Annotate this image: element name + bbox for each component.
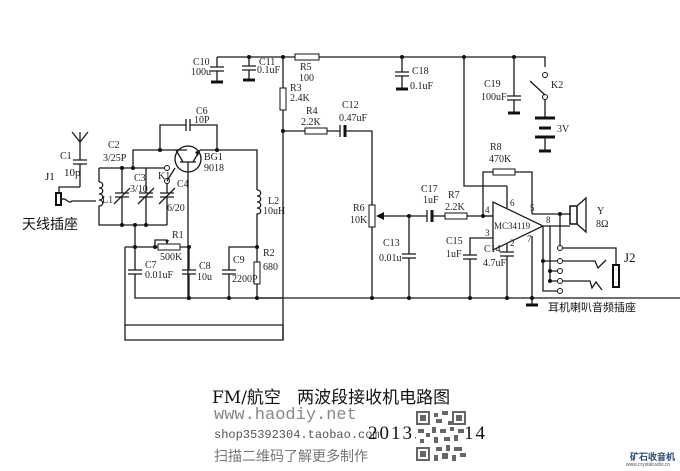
diagram-title: FM/航空 两波段接收机电路图 — [212, 388, 451, 408]
r2-ref: R2 — [263, 248, 275, 259]
r6-value: 10K — [350, 215, 368, 226]
r5-ref: R5 — [300, 62, 312, 73]
ic-pin-7: 7 — [527, 234, 532, 244]
r1-ref: R1 — [172, 230, 184, 241]
ic-ref: MC34119 — [494, 221, 531, 231]
ic-pin-6: 6 — [510, 198, 515, 208]
website-link[interactable]: www.haodiy.net — [214, 406, 357, 425]
jack-j2: J2 — [541, 214, 636, 294]
speaker-ref: Y — [597, 206, 604, 217]
transistor-bg1: BG1 9018 — [132, 145, 258, 300]
c14-ref: C14 — [484, 244, 501, 255]
c19-ref: C19 — [484, 79, 501, 90]
c6-value: 10P — [194, 115, 210, 126]
k1-ref: K1 — [158, 171, 170, 182]
supply-rail: R5 100 C10 100u C11 0.1uF R3 2.4K — [124, 53, 680, 341]
k2-ref: K2 — [551, 80, 563, 91]
c8-value: 10u — [197, 272, 212, 283]
c18-ref: C18 — [412, 66, 429, 77]
c15-ref: C15 — [446, 236, 463, 247]
c13-ref: C13 — [383, 238, 400, 249]
shop-link[interactable]: shop35392304.taobao.com — [214, 428, 380, 442]
r8-ref: R8 — [490, 142, 502, 153]
audio-socket-label: 耳机喇叭音频插座 — [548, 300, 636, 314]
j1-ref: J1 — [45, 171, 55, 183]
c2-ref: C2 — [108, 140, 120, 151]
c1-value: 10p — [64, 167, 81, 179]
c1-ref: C1 — [60, 151, 72, 162]
c9-value: 2200P — [232, 274, 258, 285]
audio-path: R4 2.2K C12 0.47uF R6 10K C13 0.01u C17 … — [283, 100, 493, 300]
r3-ref: R3 — [290, 83, 302, 94]
r7-value: 2.2K — [445, 202, 466, 213]
bias-network: R1 500K C7 0.01uF C8 10u — [124, 225, 283, 326]
ic-pin-8: 8 — [546, 215, 551, 225]
r6-ref: R6 — [353, 203, 365, 214]
c14-value: 4.7uF — [483, 258, 507, 269]
r2-value: 680 — [263, 262, 278, 273]
capacitor-c6: C6 10P — [159, 106, 218, 150]
power-section: C18 0.1uF C19 100uF K2 3V — [395, 55, 570, 187]
j2-ref: J2 — [624, 250, 636, 265]
c18-value: 0.1uF — [410, 81, 434, 92]
c19-value: 100uF — [481, 92, 507, 103]
r7-ref: R7 — [448, 190, 460, 201]
c9-ref: C9 — [233, 255, 245, 266]
amplifier-ic: MC34119 4 6 5 8 3 2 7 R8 470K C15 1uF C1… — [446, 142, 551, 307]
speaker-y: Y 8Ω — [532, 196, 608, 282]
c10-ref: C10 — [193, 57, 210, 68]
c10-value: 100u — [191, 67, 211, 78]
l2-value: 10uH — [263, 206, 285, 217]
watermark-logo: 矿石收音机 — [630, 453, 676, 463]
c15-value: 1uF — [446, 249, 462, 260]
r5-value: 100 — [299, 73, 314, 84]
r8-value: 470K — [489, 154, 512, 165]
c11-value: 0.1uF — [257, 65, 281, 76]
c4-ref: C4 — [177, 179, 189, 190]
r1-value: 500K — [160, 252, 183, 263]
c7-value: 0.01uF — [145, 270, 174, 281]
watermark-url: www.crystalradio.cn — [626, 462, 671, 468]
ic-pin-2: 2 — [510, 238, 515, 248]
tank-circuit: L1 C2 3/25P C3 3/10 K1 C4 6/20 — [98, 140, 189, 227]
bg1-ref: BG1 — [204, 152, 223, 163]
inductor-l2: L2 10uH — [256, 189, 285, 247]
c17-ref: C17 — [421, 184, 438, 195]
speaker-value: 8Ω — [596, 219, 608, 230]
ic-pin-3: 3 — [485, 228, 490, 238]
r3-value: 2.4K — [290, 93, 311, 104]
c9-r2: C9 2200P R2 680 — [222, 245, 278, 300]
r4-ref: R4 — [306, 106, 318, 117]
qr-code[interactable] — [416, 411, 466, 461]
antenna — [71, 131, 89, 150]
c11-ref: C11 — [259, 57, 275, 68]
c13-value: 0.01u — [379, 253, 402, 264]
c8-ref: C8 — [199, 261, 211, 272]
c17-value: 1uF — [423, 195, 439, 206]
c3-ref: C3 — [134, 173, 146, 184]
capacitor-c1: C1 10p — [60, 150, 87, 187]
battery-voltage: 3V — [557, 124, 570, 135]
c4-value: 6/20 — [167, 203, 185, 214]
r4-value: 2.2K — [301, 117, 322, 128]
c3-value: 3/10 — [130, 184, 148, 195]
jack-j1: J1 — [45, 171, 96, 206]
c12-value: 0.47uF — [339, 113, 368, 124]
scan-qr-text: 扫描二维码了解更多制作 — [214, 449, 368, 465]
l1-ref: L1 — [102, 195, 113, 206]
c6-ref: C6 — [196, 106, 208, 117]
c7-ref: C7 — [145, 260, 157, 271]
bg1-value: 9018 — [204, 163, 224, 174]
c2-value: 3/25P — [103, 153, 127, 164]
antenna-socket-label: 天线插座 — [22, 217, 78, 233]
l2-ref: L2 — [268, 196, 279, 207]
c12-ref: C12 — [342, 100, 359, 111]
ic-pin-4: 4 — [485, 205, 490, 215]
